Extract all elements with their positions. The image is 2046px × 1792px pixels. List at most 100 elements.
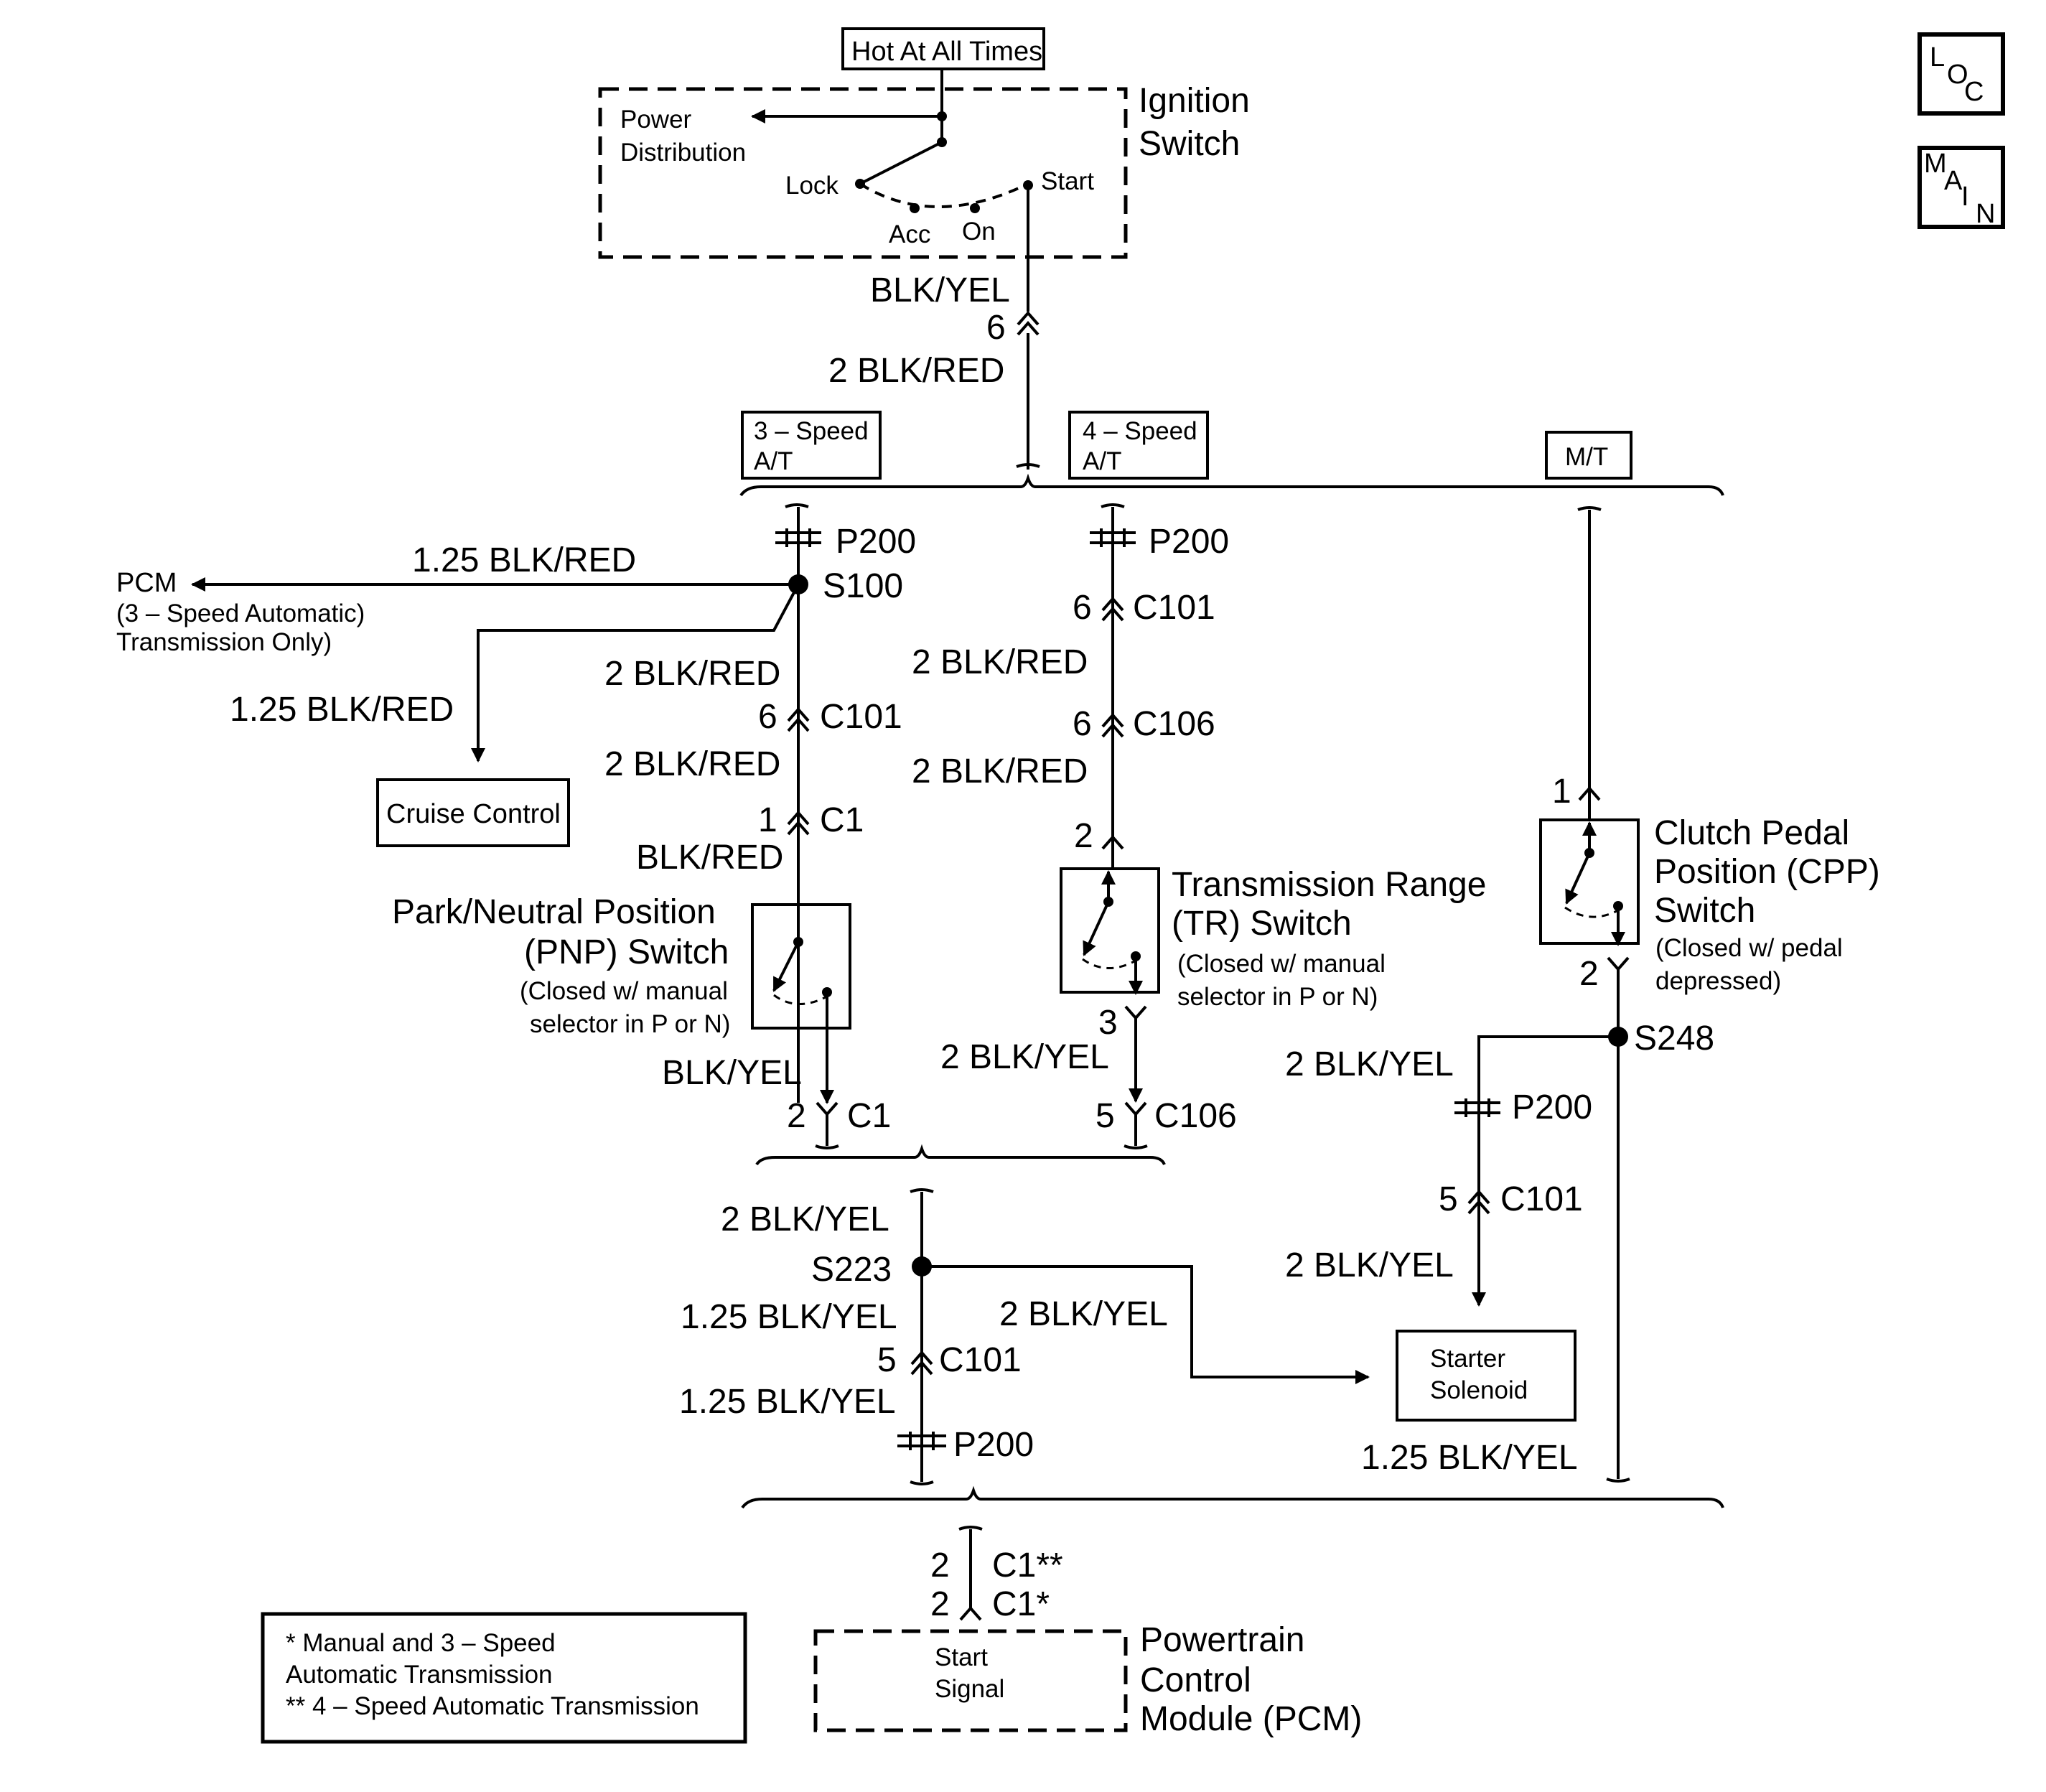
pcm-title: Module (PCM) [1140,1700,1362,1738]
pcm-title: Powertrain [1140,1621,1304,1659]
pcm-label: PCM [116,568,177,598]
cpp-switch-note: depressed) [1655,967,1781,995]
c101-connector: C101 [1500,1180,1583,1218]
connector-pin: 5 [877,1341,897,1379]
wire-label: 2 BLK/RED [604,745,780,783]
c106-connector: C106 [1154,1097,1237,1135]
wire-label: 1.25 BLK/RED [412,541,636,579]
branch-3-speed: P200 S100 1.25 BLK/RED PCM (3 – Speed Au… [116,503,916,1149]
branch-manual: 1 Clutch Pedal Position (CPP) Switch (Cl… [1285,506,1880,1483]
c101-connector: C101 [939,1341,1022,1379]
on-position-label: On [962,218,996,246]
connector-pin: 6 [1073,705,1092,743]
lower-circuit: 2 BLK/YEL S223 2 BLK/YEL 1.25 BLK/YEL 5 … [679,1188,1370,1485]
starter-solenoid-label: Solenoid [1430,1376,1528,1404]
wire-label: 2 BLK/RED [604,655,780,693]
main-letter: I [1961,182,1969,212]
cpp-switch-note: (Closed w/ pedal [1655,934,1843,962]
c1-connector: C1 [820,801,864,839]
wire-label: 2 BLK/RED [828,352,1004,390]
connector-pin: 1 [1552,773,1571,811]
c1-connector: C1* [992,1585,1050,1623]
pnp-switch-title: (PNP) Switch [524,933,729,971]
pcm-note: (3 – Speed Automatic) [116,599,365,627]
loc-button[interactable]: L O C [1917,32,2005,116]
legend: * Manual and 3 – Speed Automatic Transmi… [261,1612,747,1744]
legend-line: ** 4 – Speed Automatic Transmission [286,1692,699,1720]
start-signal-label: Signal [935,1675,1004,1703]
c1-connector: C1 [847,1097,891,1135]
variant-label-3at: 3 – Speed [754,417,869,445]
c1-connector: C1** [992,1546,1063,1585]
main-letter: M [1924,149,1947,179]
main-letter: N [1976,199,1995,229]
loc-letter: O [1947,60,1968,90]
loc-letter: C [1964,77,1984,107]
wire-label: 1.25 BLK/YEL [681,1298,897,1336]
power-distribution-label: Power [620,106,692,134]
pcm-note: Transmission Only) [116,628,332,656]
wire-label: 1.25 BLK/RED [230,691,454,729]
tr-switch-note: selector in P or N) [1177,983,1378,1011]
p200-connector: P200 [1512,1088,1592,1126]
connector-pin: 6 [758,698,777,736]
pcm-title: Control [1140,1661,1251,1699]
connector-pin: 5 [1439,1180,1458,1218]
power-distribution-label: Distribution [620,139,746,167]
connector-pin: 6 [1073,589,1092,627]
connector-pin: 2 [1579,955,1599,993]
connector-pin: 2 [930,1546,950,1585]
connector-pin: 3 [1098,1004,1118,1042]
tr-switch-title: Transmission Range [1172,866,1486,904]
s248-splice: S248 [1634,1019,1714,1058]
brace [741,1485,1724,1509]
starter-solenoid-label: Starter [1430,1345,1505,1373]
tr-switch-note: (Closed w/ manual [1177,950,1386,978]
wire-label: 2 BLK/YEL [721,1200,889,1238]
wire-label: 2 BLK/YEL [940,1038,1109,1076]
wire-label: 2 BLK/RED [912,752,1088,790]
ignition-title: Switch [1139,125,1240,163]
s100-splice: S100 [823,567,903,605]
p200-connector: P200 [1149,523,1229,561]
p200-connector: P200 [836,523,916,561]
connector-pin: 2 [930,1585,950,1623]
connector-pin: 2 [787,1097,806,1135]
hot-at-all-times-label: Hot At All Times [851,37,1042,67]
wire-label: BLK/YEL [870,271,1010,309]
c106-connector: C106 [1133,705,1215,743]
lock-position-label: Lock [785,172,839,200]
c101-connector: C101 [1133,589,1215,627]
c101-connector: C101 [820,698,902,736]
wire-label: 1.25 BLK/YEL [1361,1439,1578,1477]
variant-brace: 3 – Speed A/T 4 – Speed A/T M/T [739,411,1724,497]
cpp-switch-title: Clutch Pedal [1654,814,1849,852]
branch-4-speed: P200 6 C101 2 BLK/RED 6 C106 2 BLK/RED 2… [912,503,1486,1149]
legend-line: * Manual and 3 – Speed [286,1629,556,1657]
wire-label: 1.25 BLK/YEL [679,1383,896,1421]
cruise-control-label: Cruise Control [386,799,561,829]
pcm-module: 2 C1** 2 C1* Start Signal Powertrain Con… [813,1526,1362,1738]
wire-label: 2 BLK/YEL [1285,1246,1454,1284]
loc-letter: L [1930,42,1945,73]
pnp-switch-note: selector in P or N) [530,1010,730,1038]
acc-position-label: Acc [889,220,930,248]
wire-label: 2 BLK/YEL [1285,1045,1454,1083]
start-signal-label: Start [935,1643,988,1671]
connector-pin: 6 [986,309,1006,347]
legend-line: Automatic Transmission [286,1661,553,1689]
wire-label: 2 BLK/RED [912,643,1088,681]
cpp-switch-title: Position (CPP) [1654,853,1880,891]
ignition-switch: Hot At All Times Ignition Switch Power D… [598,27,1250,259]
variant-label-4at: A/T [1083,447,1121,475]
connector-pin: 2 [1074,817,1093,855]
p200-connector: P200 [953,1426,1034,1464]
s223-splice: S223 [811,1251,892,1289]
start-position-label: Start [1041,167,1094,195]
cpp-switch-title: Switch [1654,892,1755,930]
ignition-title: Ignition [1139,82,1250,120]
connector-pin: 5 [1096,1097,1115,1135]
connector-pin: 1 [758,801,777,839]
main-button[interactable]: M A I N [1917,146,2005,229]
